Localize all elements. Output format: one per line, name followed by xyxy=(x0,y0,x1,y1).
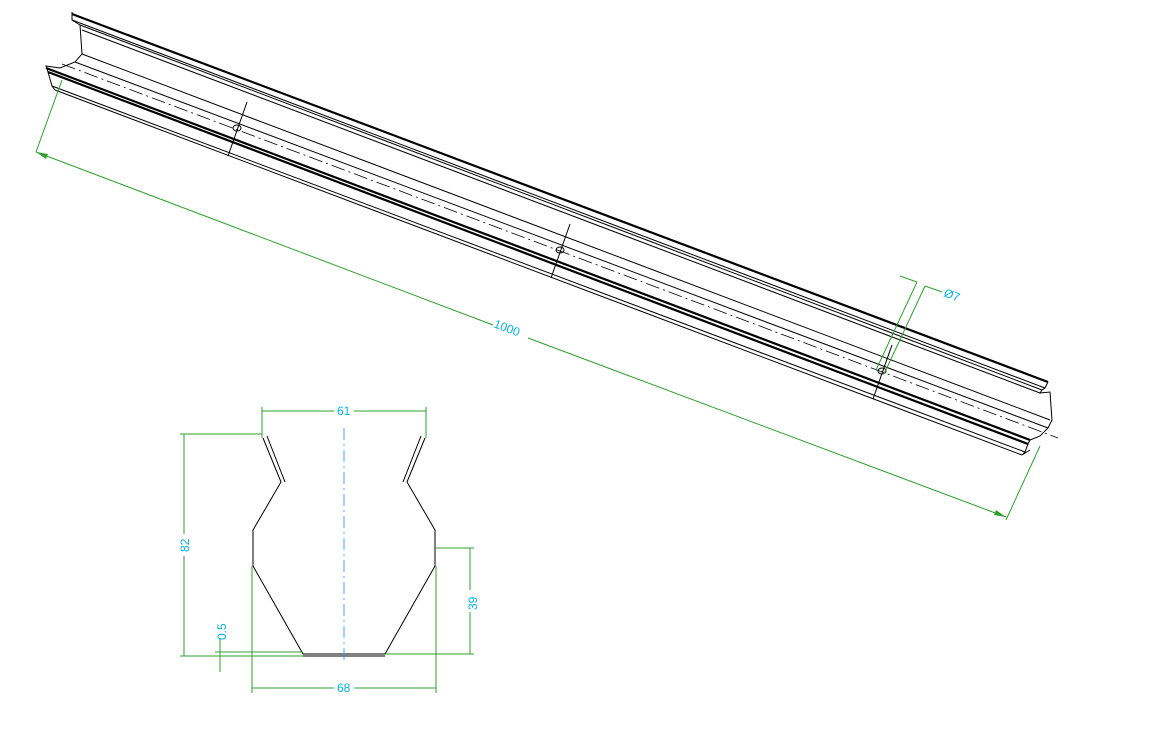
channel-left-end xyxy=(45,12,83,91)
profile-outline-left-inner xyxy=(266,435,286,483)
channel-top-edge xyxy=(71,12,1049,384)
height-label: 82 xyxy=(178,538,192,552)
height-dimension: 82 xyxy=(178,433,303,657)
channel-right-end xyxy=(1021,381,1053,456)
side-height-dimension: 39 xyxy=(385,547,480,655)
mounting-hole-3 xyxy=(872,344,893,400)
side-height-label: 39 xyxy=(466,596,480,610)
channel-upper-body-line xyxy=(81,53,1051,421)
channel-bottom-edge-2 xyxy=(47,70,1029,446)
channel-top-lip-2 xyxy=(81,29,1041,394)
hole-diameter-label: Ø7 xyxy=(942,286,962,305)
hole-diameter-dimension: Ø7 xyxy=(875,275,962,375)
profile-outline-right-inner xyxy=(402,435,422,483)
mounting-hole-1 xyxy=(227,101,248,157)
length-dimension: 1000 xyxy=(35,79,1041,521)
channel-bottom-wall-2 xyxy=(54,89,1023,456)
channel-bottom-edge xyxy=(45,66,1031,442)
thickness-dimension: 0.5 xyxy=(215,623,303,672)
isometric-channel-view xyxy=(45,12,1059,456)
channel-top-lip xyxy=(79,24,1043,391)
profile-outline-left xyxy=(252,437,344,655)
mounting-hole-2 xyxy=(550,223,571,279)
top-width-dimension: 61 xyxy=(261,404,427,438)
bottom-width-label: 68 xyxy=(337,681,351,695)
top-width-label: 61 xyxy=(337,404,351,418)
profile-outline-right xyxy=(344,437,436,655)
channel-section-view xyxy=(252,428,436,660)
channel-bottom-wall xyxy=(51,85,1026,453)
thickness-label: 0.5 xyxy=(215,623,229,640)
length-dimension-label: 1000 xyxy=(492,317,522,340)
channel-upper-wall xyxy=(74,61,1049,429)
bottom-width-dimension: 68 xyxy=(251,566,437,695)
channel-top-edge-inner xyxy=(71,19,1046,389)
